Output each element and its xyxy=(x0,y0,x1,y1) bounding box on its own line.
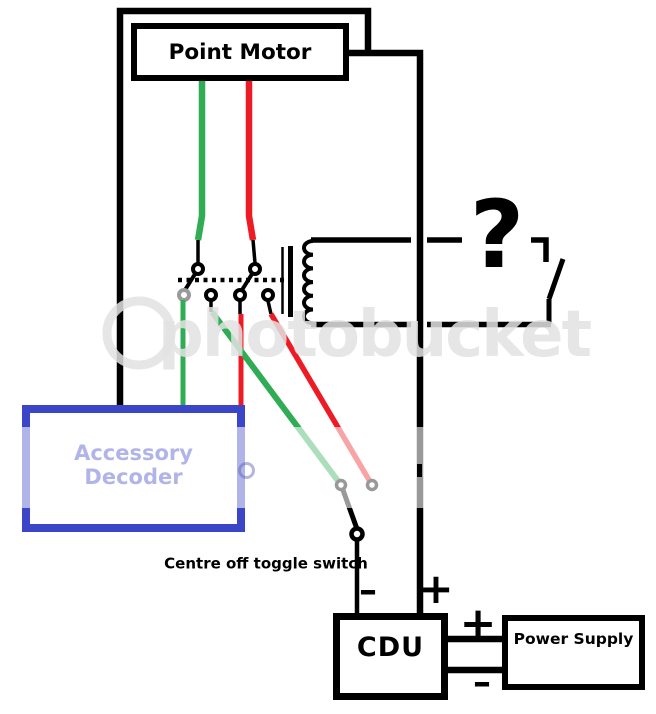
unknown-connection-question-mark: ? xyxy=(469,181,525,290)
watermark-text: photobucket xyxy=(158,298,592,372)
relay-upper-contact-right xyxy=(248,262,262,276)
power-supply-box: Power Supply xyxy=(502,615,645,690)
relay-lower-contact-4 xyxy=(261,288,275,302)
motor-red-wire xyxy=(245,80,257,241)
point-motor-box: Point Motor xyxy=(131,23,349,81)
motor-to-cdu-main-wire xyxy=(341,49,424,613)
open-switch-lever xyxy=(546,258,566,300)
cdu-label: CDU xyxy=(356,632,425,663)
decoder-to-top-frame-wire xyxy=(116,7,372,406)
toggle-switch-caption: Centre off toggle switch xyxy=(164,554,368,573)
relay-lower-contact-2 xyxy=(204,288,218,302)
dashed-link-segment-2 xyxy=(531,237,549,262)
power-supply-label: Power Supply xyxy=(513,630,634,648)
ps-minus-mark: – xyxy=(473,662,491,703)
relay-upper-contact-left xyxy=(191,262,205,276)
ps-plus-mark: + xyxy=(459,598,497,649)
relay-coil-loops xyxy=(302,239,314,326)
cdu-box: CDU xyxy=(333,613,448,700)
cdu-minus-mark: – xyxy=(359,570,377,611)
point-motor-label: Point Motor xyxy=(168,39,312,65)
contact-4-stub xyxy=(266,300,273,315)
relay-lower-contact-3 xyxy=(233,288,247,302)
cdu-plus-mark: + xyxy=(418,564,454,613)
watermark-letter-fragment xyxy=(238,462,255,479)
motor-green-wire xyxy=(194,80,206,241)
watermark-dark-fragment xyxy=(417,464,422,477)
toggle-pivot xyxy=(349,526,365,542)
red-contact-lead xyxy=(251,239,257,264)
watermark-band xyxy=(0,427,656,508)
